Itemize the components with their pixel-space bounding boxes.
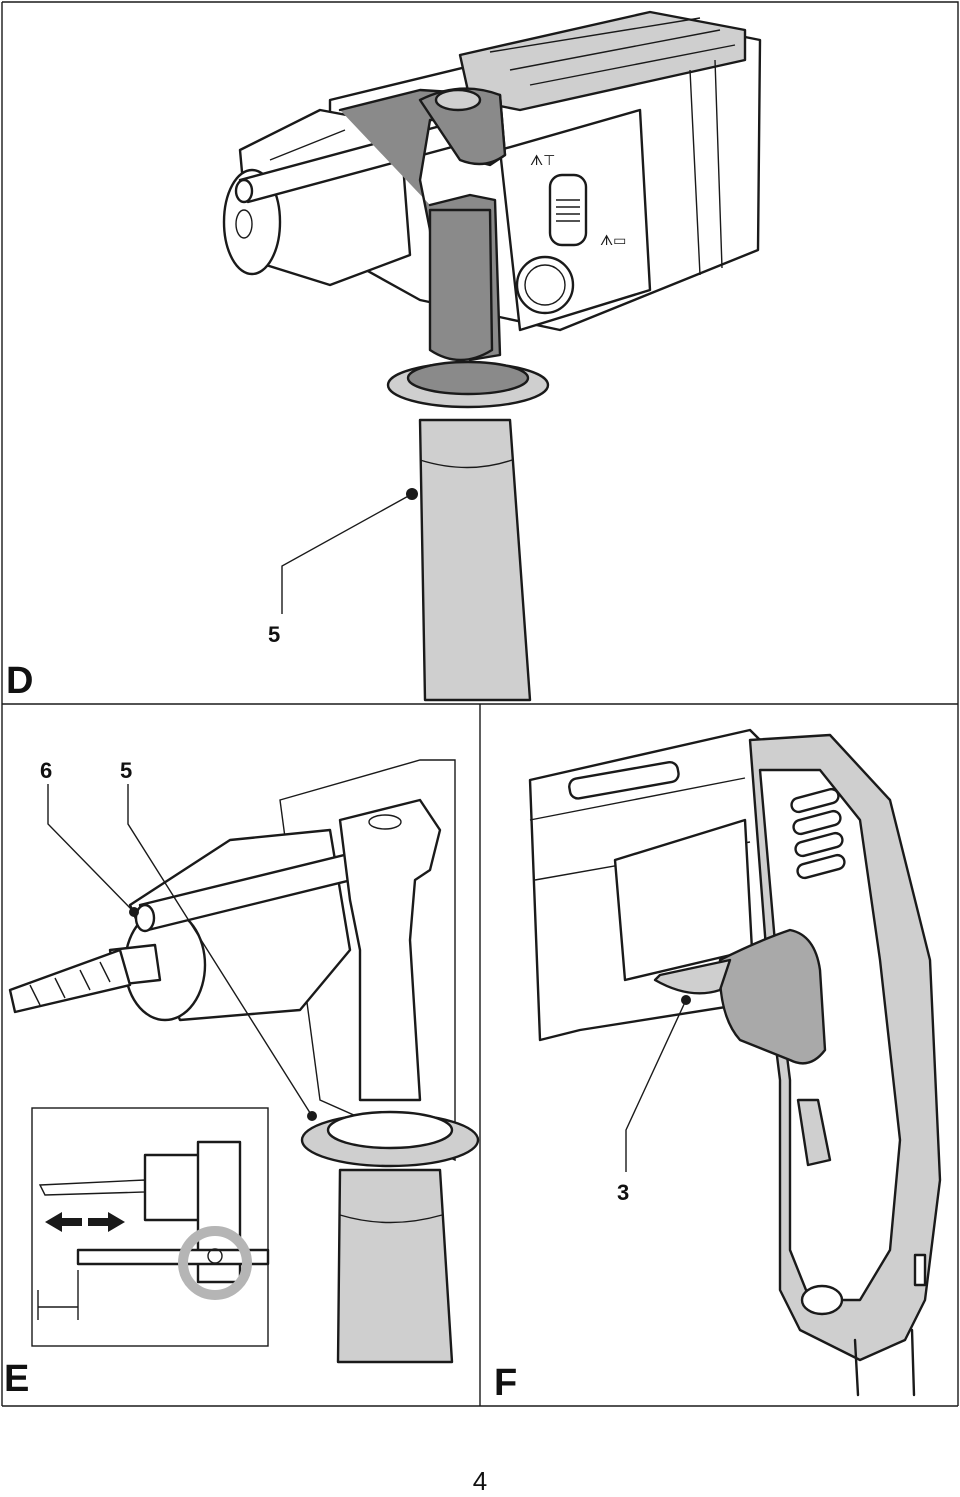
page-number: 4 — [472, 1466, 488, 1496]
figure-letter-f: F — [494, 1362, 518, 1404]
callout-label-d-5: 5 — [268, 622, 281, 647]
side-handle-grip-e — [336, 1168, 454, 1364]
side-handle-grip — [418, 418, 532, 702]
depth-adjust-inset — [31, 1107, 270, 1347]
figure-f-illustration — [528, 728, 942, 1397]
figure-d-illustration: ᗑ⊤ ᗑ▭ — [222, 10, 762, 702]
callout-3-leader — [625, 995, 691, 1172]
callout-5-leader — [281, 488, 418, 614]
callout-label-e-5: 5 — [120, 758, 133, 783]
figure-e-illustration — [8, 759, 480, 1364]
figure-letter-e: E — [4, 1358, 30, 1400]
svg-text:ᗑ▭: ᗑ▭ — [600, 233, 626, 249]
drill-bit-e — [8, 948, 132, 1014]
svg-text:ᗑ⊤: ᗑ⊤ — [530, 153, 555, 169]
vent-slots — [790, 787, 846, 880]
side-handle-clamp-e — [338, 798, 442, 1102]
side-handle-clamp — [338, 87, 507, 362]
trigger-f — [653, 928, 827, 1065]
handle-collar — [386, 360, 550, 409]
callout-label-f-3: 3 — [617, 1180, 630, 1205]
figure-d-frame — [1, 1, 959, 704]
callout-6-leader — [47, 784, 139, 917]
callout-label-e-6: 6 — [40, 758, 53, 783]
callout-5-leader-e — [127, 784, 317, 1121]
pistol-grip-f — [748, 733, 942, 1397]
figure-letter-d: D — [6, 660, 34, 702]
